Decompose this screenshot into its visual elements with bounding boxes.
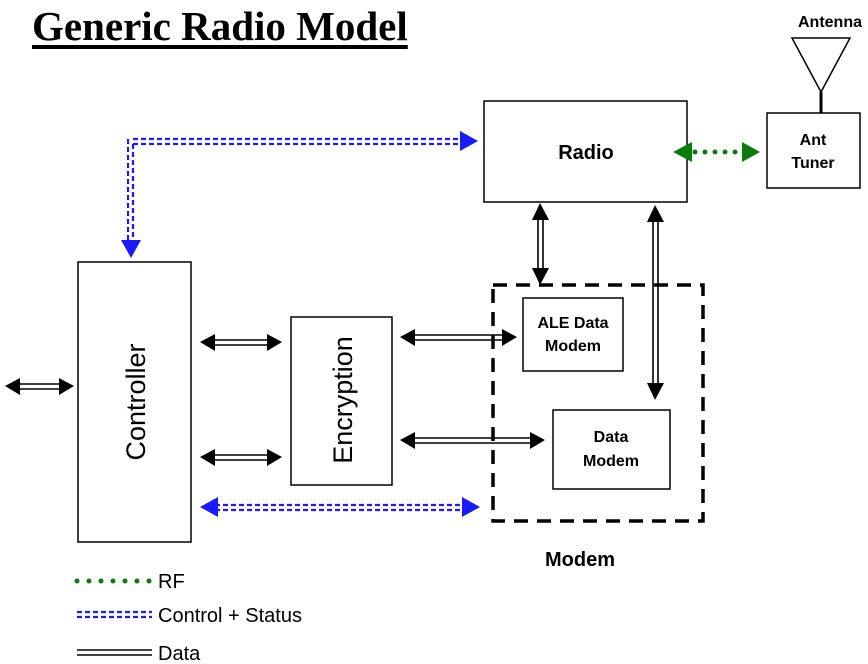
radio-block [483, 100, 688, 203]
control-links [126, 137, 464, 512]
data-links [18, 218, 659, 461]
legend-data-label: Data [158, 643, 201, 664]
modem-group-boundary [491, 283, 705, 523]
controller-block [77, 261, 192, 543]
legend-data-swatch [77, 649, 152, 656]
ale-data-modem-block [522, 297, 624, 372]
encryption-label: Encryption [328, 336, 358, 464]
data-link-radio-ale [537, 218, 544, 272]
radio-label: Radio [558, 142, 614, 164]
control-arrowheads [121, 131, 480, 517]
data-link-radio-datamodem [652, 219, 659, 385]
controller-label: Controller [121, 343, 151, 460]
legend-rf-label: RF [158, 571, 185, 593]
rf-link [673, 142, 760, 162]
ale-modem-label-1: ALE Data [537, 315, 608, 332]
modem-group-label: Modem [545, 549, 615, 571]
data-link-enc-ale [410, 334, 505, 341]
antenna-label: Antenna [798, 14, 862, 31]
ant-tuner-label-1: Ant [800, 132, 827, 149]
data-link-external [18, 383, 66, 390]
data-arrowheads [5, 203, 664, 466]
ale-modem-label-2: Modem [545, 338, 601, 355]
data-modem-label-1: Data [594, 429, 629, 446]
data-link-ctrl-enc-lower [210, 454, 272, 461]
ant-tuner-label-2: Tuner [791, 155, 834, 172]
antenna-symbol [790, 37, 852, 114]
data-link-enc-datamodem [410, 437, 535, 444]
data-modem-block [552, 409, 671, 490]
data-link-ctrl-enc-upper [210, 339, 272, 346]
ant-tuner-block [766, 112, 861, 189]
legend-control-swatch [77, 610, 152, 619]
legend-control-label: Control + Status [158, 605, 302, 627]
legend: RF Control + Status Data [74, 571, 302, 664]
data-modem-label-2: Modem [583, 453, 639, 470]
encryption-block [290, 316, 393, 486]
page-title: Generic Radio Model [32, 3, 408, 49]
